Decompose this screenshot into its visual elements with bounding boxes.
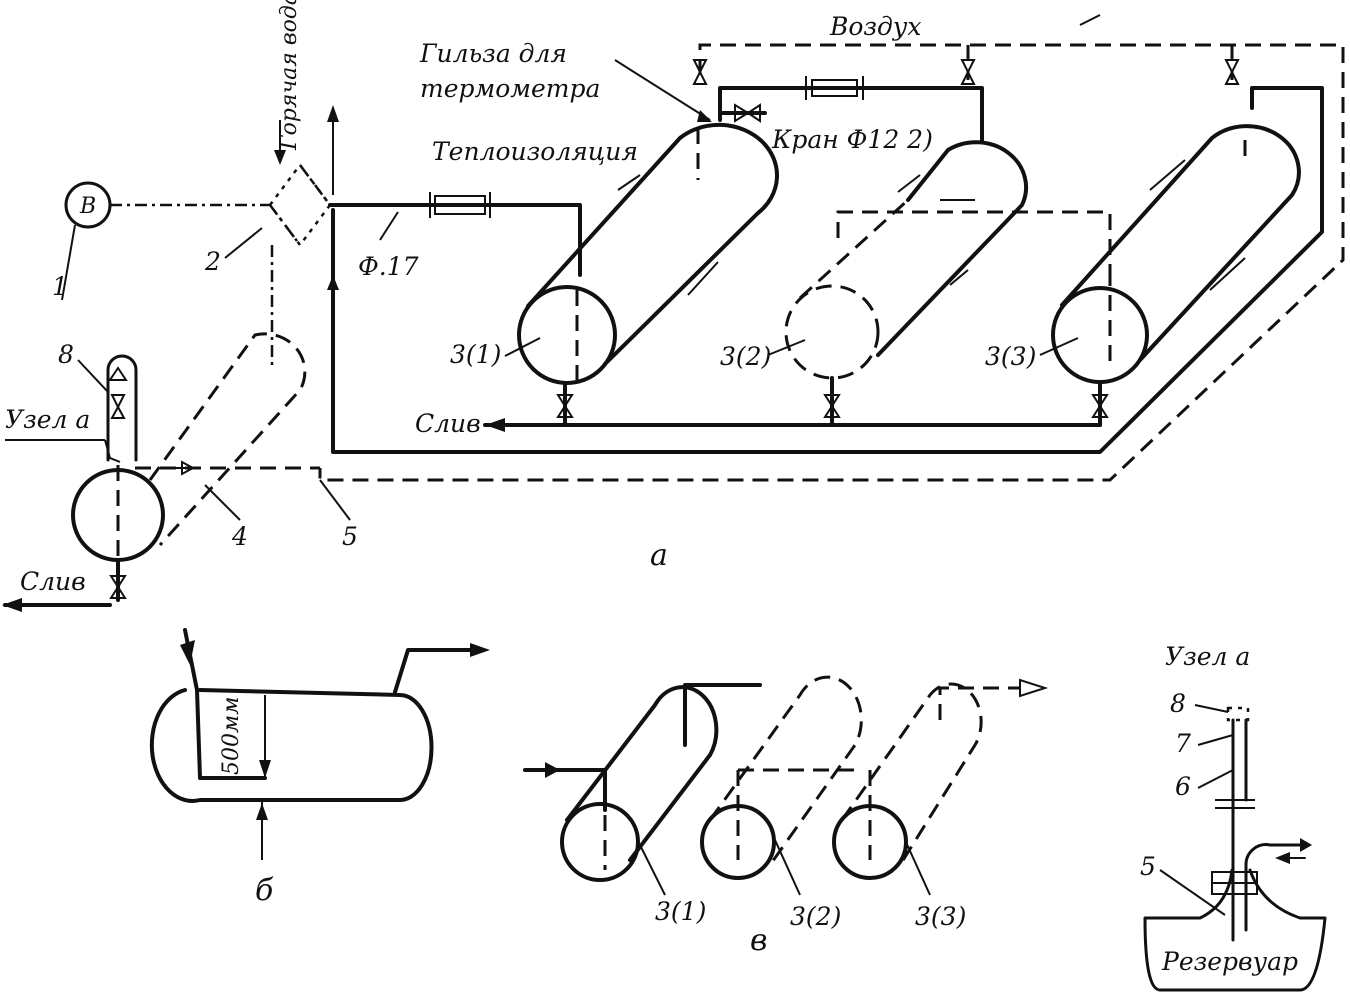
heat-exchanger: 2 Горячая вода [110, 0, 339, 370]
tank-3-3b-label: 3(3) [915, 902, 966, 931]
hot-water-label: Горячая вода [277, 0, 302, 151]
tank-3-2-label: 3(2) [720, 342, 771, 371]
node-a-label: Узел а [5, 405, 90, 434]
figure-b: 500мм б [149, 628, 490, 908]
tank-3-3-label: 3(3) [985, 342, 1036, 371]
air-valves [692, 59, 1240, 85]
air-label: Воздух [829, 12, 922, 41]
tank-3-1b-label: 3(1) [655, 897, 706, 926]
left-reservoir: 8 Узел а 4 5 Слив [2, 332, 358, 612]
air-line: Воздух [135, 12, 1345, 482]
tank-3-3: 3(3) [985, 124, 1301, 384]
tank-3-2b-label: 3(2) [790, 902, 841, 931]
label-2: 2 [204, 247, 221, 276]
dim-500-label: 500мм [219, 697, 244, 775]
caption-v: в [750, 923, 767, 958]
upper-connection: Кран Ф12 2) [718, 76, 984, 154]
figure-v: 3(1) 3(2) 3(3) в [523, 675, 1049, 958]
label-8: 8 [58, 340, 74, 369]
insulation-label: Теплоизоляция [432, 137, 638, 166]
node-a-title: Узел а [1165, 642, 1250, 671]
label-8-node: 8 [1170, 689, 1186, 718]
drain-left-label: Слив [20, 567, 86, 596]
valve-label: Кран Ф12 2) [771, 125, 933, 154]
figure-a: В 1 2 Горячая вода Теплоизоляция [2, 0, 1345, 612]
caption-b: б [255, 873, 274, 908]
supply-line: Теплоизоляция Ф.17 [328, 137, 638, 281]
label-5: 5 [342, 522, 358, 551]
tank-3-2: 3(2) [720, 140, 1112, 380]
label-6: 6 [1175, 772, 1191, 801]
pump-mark: В [79, 194, 96, 219]
label-4: 4 [231, 522, 248, 551]
thermometer-label-1: Гильза для [419, 39, 567, 68]
label-5b: 5 [1140, 852, 1156, 881]
label-7: 7 [1175, 729, 1191, 758]
drain-valves [556, 394, 1109, 418]
return-line [327, 86, 1324, 454]
reservoir-label: Резервуар [1161, 947, 1298, 976]
thermometer-label-2: термометра [420, 74, 600, 103]
pump: В 1 [52, 181, 112, 301]
drain-main-label: Слив [415, 409, 481, 438]
drain-line: Слив [415, 376, 1109, 438]
node-a-detail: Узел а Резервуар 8 7 6 5 [1140, 642, 1327, 992]
thermometer-annotation: Гильза для термометра [419, 39, 712, 122]
tank-3-1-label: 3(1) [450, 340, 501, 369]
label-1: 1 [52, 272, 68, 301]
caption-a: а [650, 538, 668, 573]
pipe-dia-label: Ф.17 [358, 252, 419, 281]
